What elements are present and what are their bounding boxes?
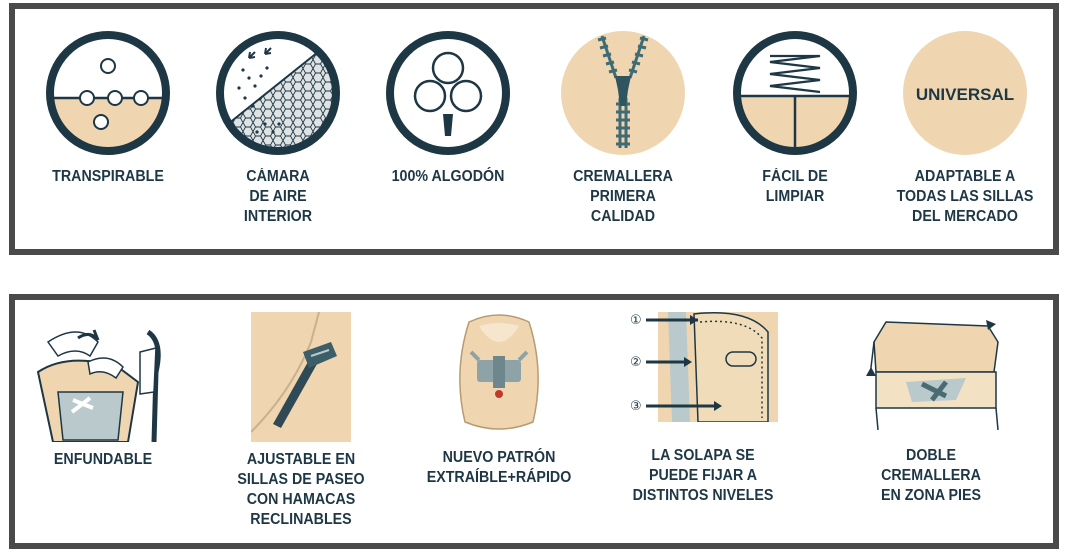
feature-label: ADAPTABLE A TODAS LAS SILLAS DEL MERCADO [896, 168, 1034, 225]
feature-label: CÁMARA DE AIRE INTERIOR [243, 168, 313, 225]
feature-label: NUEVO PATRÓN EXTRAÍBLE+RÁPIDO [426, 449, 572, 486]
feature-label: DOBLE CREMALLERA EN ZONA PIES [880, 447, 982, 504]
cotton-icon [386, 31, 510, 155]
universal-badge-text: UNIVERSAL [916, 85, 1014, 104]
seat-pattern-illustration [459, 314, 539, 430]
feature-label: ENFUNDABLE [53, 451, 153, 468]
zipper-icon [561, 31, 685, 155]
feature-label: FÁCIL DE LIMPIAR [762, 168, 828, 205]
breathable-icon [46, 31, 170, 155]
feature-label: AJUSTABLE EN SILLAS DE PASEO CON HAMACAS… [237, 451, 365, 528]
feature-label: CREMALLERA PRIMERA CALIDAD [573, 168, 673, 225]
level-marker-1: ① [630, 313, 642, 328]
flap-levels-illustration: ① ② ③ [630, 312, 778, 422]
level-marker-3: ③ [630, 399, 642, 414]
feature-label: LA SOLAPA SE PUEDE FIJAR A DISTINTOS NIV… [632, 447, 774, 504]
features-panel-top: TRANSPIRABLE [9, 3, 1059, 255]
feature-label: TRANSPIRABLE [52, 168, 164, 185]
universal-icon: UNIVERSAL [903, 31, 1027, 155]
spring-icon [733, 31, 857, 155]
stroller-strap-illustration [251, 312, 351, 442]
features-panel-bottom: ENFUNDABLE AJUSTABLE EN SILLAS DE PASEO … [9, 294, 1059, 549]
feature-label: 100% ALGODÓN [391, 168, 505, 185]
double-zipper-illustration [866, 320, 999, 431]
air-chamber-icon [216, 31, 340, 155]
level-marker-2: ② [630, 355, 642, 370]
cover-fitting-illustration [36, 329, 161, 442]
